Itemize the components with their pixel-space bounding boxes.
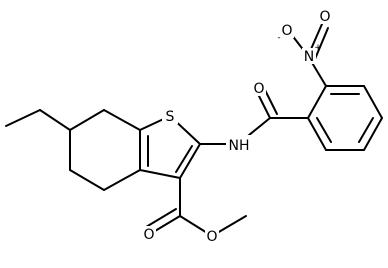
atom-label-nh: NH	[229, 138, 250, 154]
atom-label-nitro-o-side: O	[319, 9, 330, 25]
bond-c3-c3a	[139, 169, 181, 179]
atom-nitro-o-top: - O	[277, 22, 294, 43]
bond-ester-c-o-double-b	[145, 208, 177, 228]
bond-layer	[5, 23, 383, 237]
atom-nitro-n: N +	[302, 43, 322, 65]
atom-label-nitro-o-top: O	[281, 23, 292, 39]
charge-nitro-n: +	[314, 43, 322, 53]
bond-c2-c3	[179, 143, 201, 179]
bond-ar-inner-3	[316, 117, 332, 143]
bond-ar-c3-c4	[363, 85, 383, 119]
atom-ester-o-carbonyl: O	[142, 226, 156, 243]
bond-ethyl-ch3	[5, 109, 41, 127]
bond-nitro-n-o-side-b	[314, 27, 329, 60]
atom-label-ester-o-carbonyl: O	[143, 227, 154, 243]
bond-c3a-c4	[103, 169, 141, 191]
atom-label-s: S	[166, 109, 175, 125]
bond-ar-c6-c1	[307, 117, 327, 151]
atom-label-amide-o: O	[253, 81, 264, 97]
bond-c7-c7a	[103, 109, 141, 131]
bond-c4-c5	[69, 169, 105, 191]
atom-label-layer: S NH O N + - O O O O	[142, 8, 332, 245]
bond-c2-c3-inner	[175, 145, 193, 173]
atom-ester-o-ether: O	[205, 228, 219, 245]
charge-nitro-o-top: -	[277, 33, 280, 43]
atom-amide-o: O	[252, 80, 266, 97]
atom-label-ester-o-ether: O	[206, 229, 217, 245]
bond-ar-inner-2	[358, 117, 374, 143]
bond-ar-c4-c5	[363, 117, 383, 151]
atom-amide-nh: NH	[226, 135, 252, 154]
atom-sulfur: S	[162, 106, 178, 125]
atom-label-nitro-n: N	[304, 49, 314, 65]
bond-ar-c1-c2	[307, 85, 327, 119]
bond-c6-c7	[69, 109, 105, 131]
bond-ethyl-ch2	[39, 109, 71, 131]
atom-nitro-o-side: O	[318, 8, 332, 25]
